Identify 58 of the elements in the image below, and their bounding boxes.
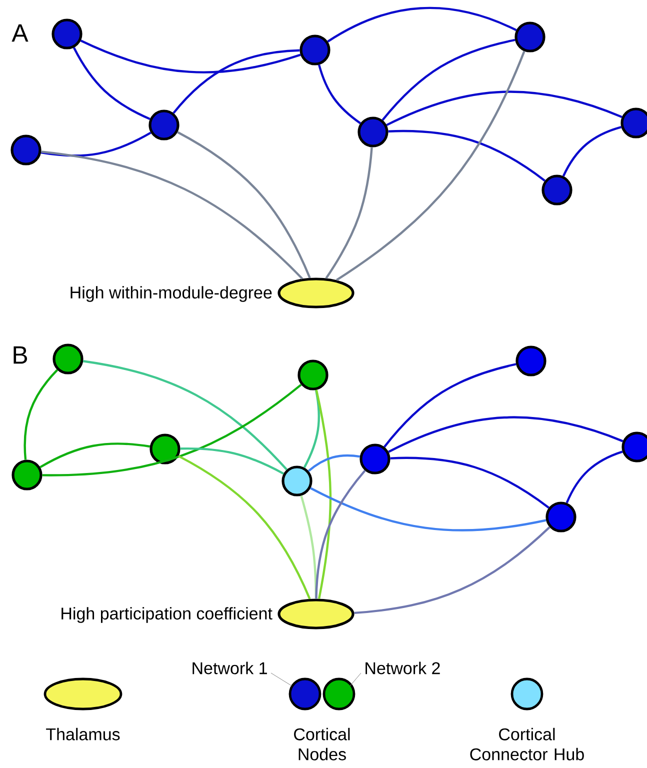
connection-line (315, 390, 332, 599)
node-caption: High within-module-degree (70, 286, 272, 302)
connection-line (42, 384, 302, 476)
connection-line (327, 6, 517, 43)
connection-line (325, 147, 373, 279)
node-circle (516, 346, 546, 376)
node-circle (622, 432, 647, 462)
connection-line (180, 447, 284, 475)
connection-line (308, 454, 360, 472)
connection-line (24, 369, 58, 460)
connection-line (82, 360, 288, 470)
node-caption: High participation coefficient (62, 607, 272, 623)
connection-line (386, 90, 622, 126)
connection-line (40, 442, 150, 468)
node-circle (282, 466, 312, 496)
panel-letter: A (12, 24, 28, 42)
connection-line (41, 150, 304, 280)
connection-line (40, 132, 152, 157)
node-circle (546, 502, 576, 532)
connection-line (388, 130, 546, 182)
node-circle (300, 34, 330, 66)
legend-label: Network 2 (366, 662, 440, 674)
node-circle (148, 110, 180, 140)
node-circle (10, 134, 42, 166)
connection-line (382, 38, 516, 121)
node-circle (52, 18, 82, 50)
connection-line (390, 456, 550, 509)
connection-line (562, 126, 622, 177)
legend-label: Thalamus (46, 728, 120, 740)
connection-line (177, 131, 311, 278)
panel-letter: B (14, 346, 28, 364)
legend-label: Network 1 (192, 662, 267, 674)
connection-line (80, 40, 301, 74)
connection-line (566, 450, 623, 504)
node-circle (12, 460, 42, 490)
thalamus-ellipse (278, 278, 354, 308)
connection-line (72, 47, 150, 120)
connection-line (336, 50, 526, 282)
connection-line (310, 487, 546, 532)
connection-line (388, 416, 624, 453)
connection-line (384, 363, 516, 448)
connection-line (315, 470, 366, 599)
connection-line (178, 455, 311, 600)
node-circle (514, 22, 546, 52)
node-circle (542, 174, 572, 206)
node-circle (620, 108, 647, 138)
group-label: Cortical Nodes (294, 728, 350, 760)
thalamus-ellipse (278, 598, 354, 630)
node-circle (358, 116, 388, 148)
connection-line (172, 49, 300, 114)
node-circle (52, 344, 84, 374)
connection-line (303, 390, 320, 468)
node-circle (150, 434, 180, 464)
connection-line (318, 64, 362, 124)
node-circle (298, 360, 328, 390)
connection-line (354, 526, 550, 614)
node-circle (360, 444, 390, 474)
legend-label: Cortical Connector Hub (470, 728, 584, 760)
